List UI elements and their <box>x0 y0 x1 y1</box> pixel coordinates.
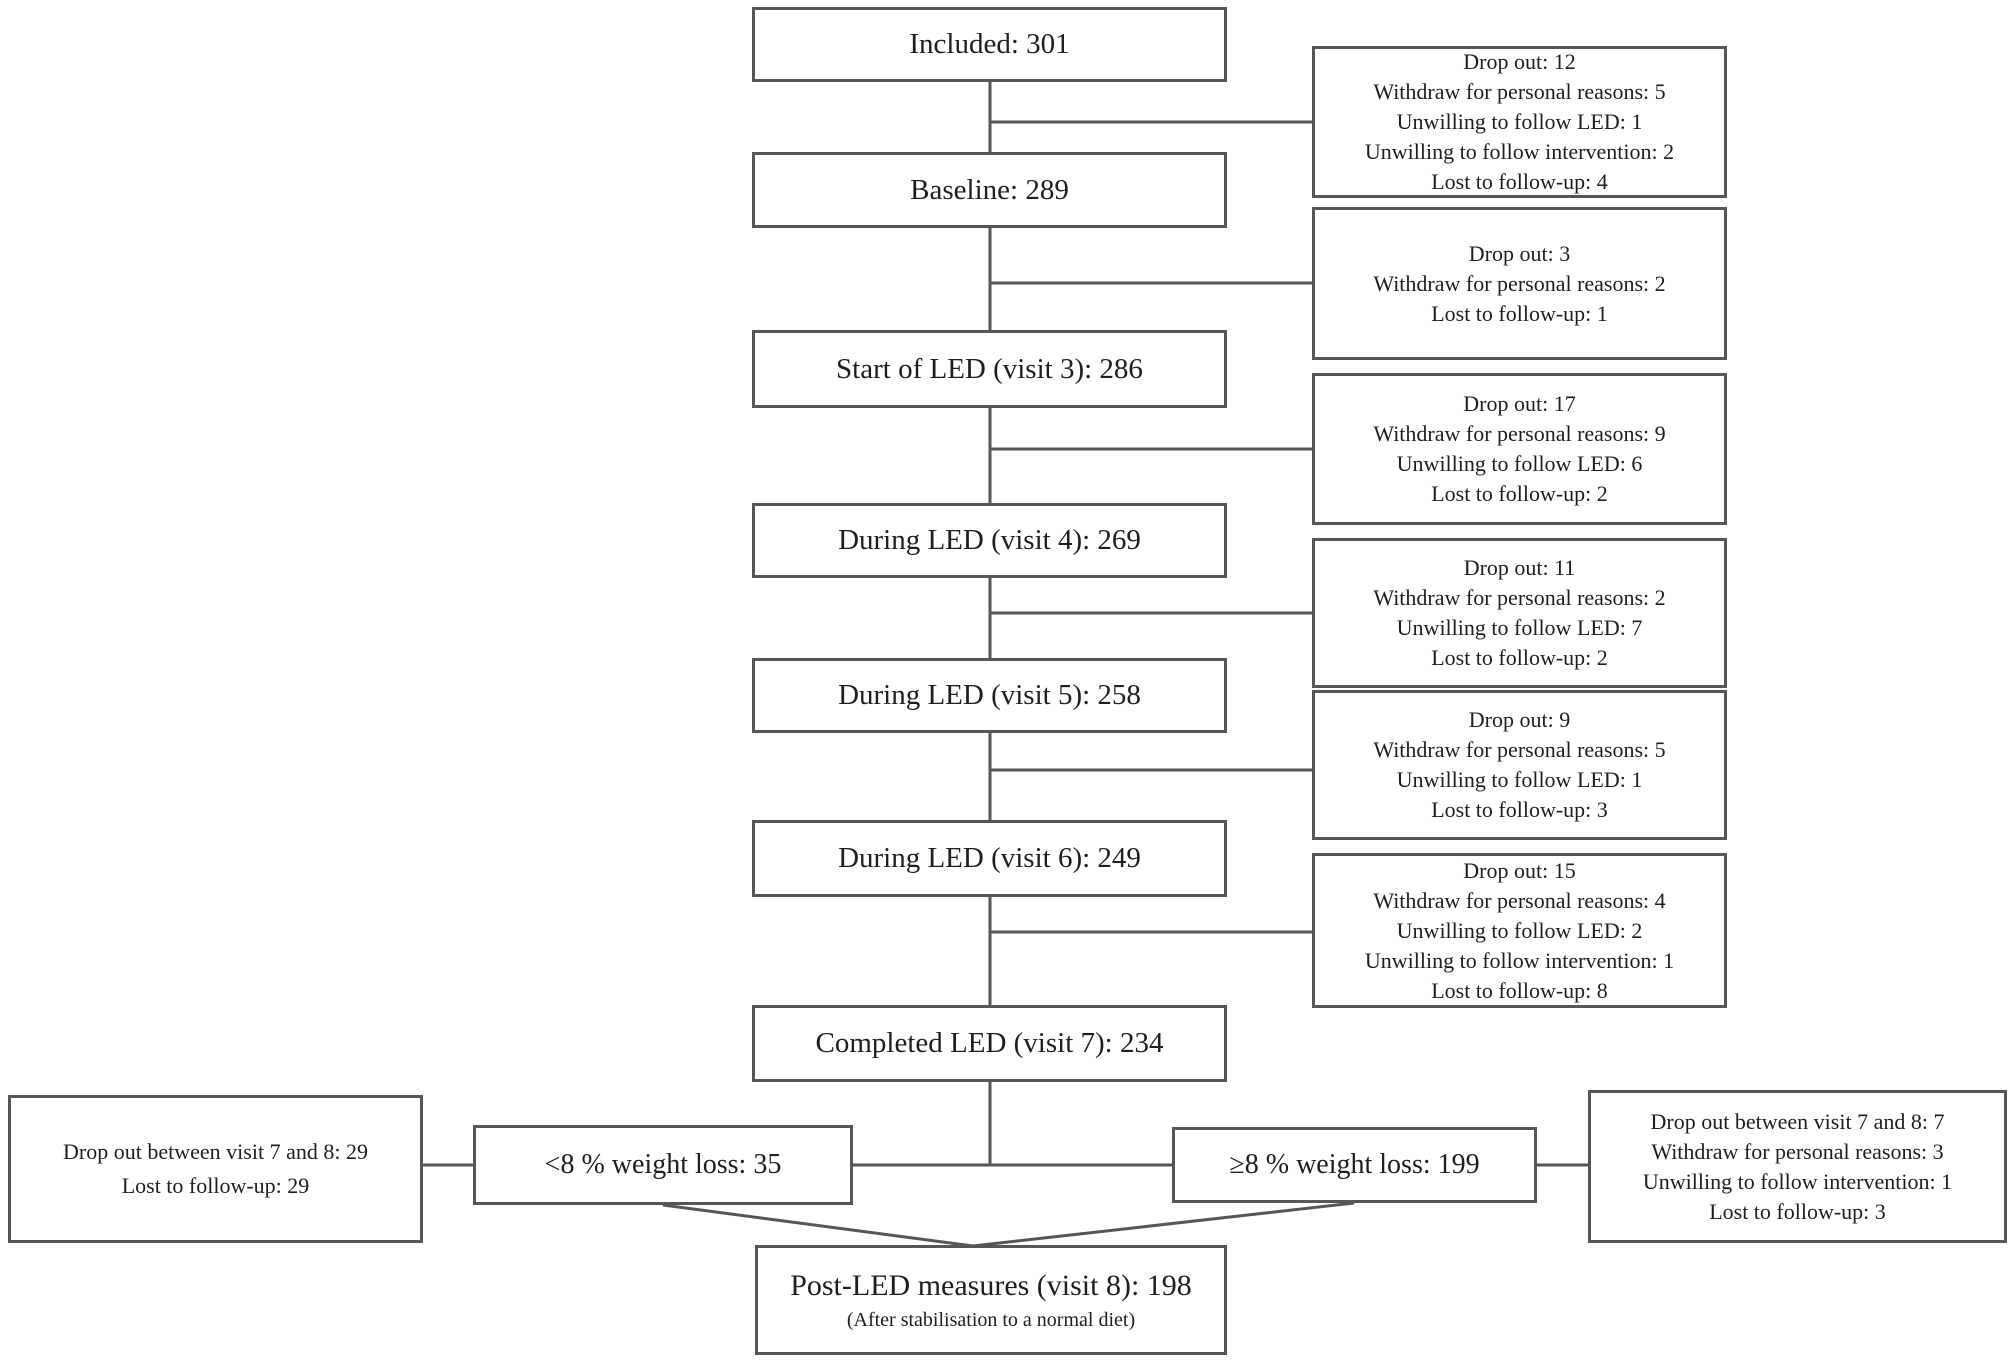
flow-box-completed-led-visit7: Completed LED (visit 7): 234 <box>752 1005 1227 1082</box>
flow-box-label: Baseline: 289 <box>910 173 1069 206</box>
flow-box-during-led-visit4: During LED (visit 4): 269 <box>752 503 1227 578</box>
flow-box-label: Start of LED (visit 3): 286 <box>836 352 1143 385</box>
dropout-line: Lost to follow-up: 2 <box>1431 481 1608 506</box>
dropout-line: Lost to follow-up: 3 <box>1431 797 1608 822</box>
dropout-line: Unwilling to follow intervention: 1 <box>1364 947 1675 973</box>
dropout-box-3: Drop out: 17 Withdraw for personal reaso… <box>1312 373 1727 525</box>
weight-loss-label: ≥8 % weight loss: 199 <box>1229 1149 1480 1180</box>
flow-box-label: Completed LED (visit 7): 234 <box>815 1027 1164 1059</box>
dropout-line: Lost to follow-up: 4 <box>1431 169 1608 194</box>
dropout-line: Unwilling to follow LED: 7 <box>1396 615 1643 640</box>
dropout-line: Withdraw for personal reasons: 4 <box>1373 887 1666 913</box>
dropout-line: Unwilling to follow intervention: 2 <box>1364 139 1675 164</box>
dropout-line: Unwilling to follow LED: 6 <box>1396 451 1643 476</box>
flow-box-label: During LED (visit 5): 258 <box>838 679 1141 711</box>
dropout-line: Withdraw for personal reasons: 5 <box>1373 737 1666 762</box>
dropout-line: Lost to follow-up: 8 <box>1431 977 1608 1003</box>
dropout-line: Unwilling to follow intervention: 1 <box>1642 1168 1953 1194</box>
diagonal-left <box>662 1203 974 1248</box>
flow-box-label: During LED (visit 6): 249 <box>838 842 1141 874</box>
dropout-line: Withdraw for personal reasons: 2 <box>1373 270 1666 296</box>
weight-loss-under-8-box: <8 % weight loss: 35 <box>473 1125 853 1205</box>
dropout-line: Withdraw for personal reasons: 3 <box>1651 1138 1944 1164</box>
dropout-line: Unwilling to follow LED: 1 <box>1396 109 1643 134</box>
dropout-line: Drop out between visit 7 and 8: 7 <box>1650 1108 1945 1134</box>
dropout-box-4: Drop out: 11 Withdraw for personal reaso… <box>1312 538 1727 688</box>
post-led-measures-box: Post-LED measures (visit 8): 198 (After … <box>755 1245 1227 1355</box>
flow-box-during-led-visit6: During LED (visit 6): 249 <box>752 820 1227 897</box>
dropout-line: Lost to follow-up: 2 <box>1431 645 1608 670</box>
flow-box-label: During LED (visit 4): 269 <box>838 524 1141 556</box>
dropout-line: Drop out: 11 <box>1463 555 1576 580</box>
post-led-subtitle: (After stabilisation to a normal diet) <box>846 1309 1136 1331</box>
dropout-line: Drop out: 9 <box>1468 707 1571 732</box>
dropout-box-1: Drop out: 12 Withdraw for personal reaso… <box>1312 46 1727 198</box>
dropout-line: Withdraw for personal reasons: 2 <box>1373 585 1666 610</box>
dropout-line: Drop out: 12 <box>1463 49 1576 74</box>
dropout-box-5: Drop out: 9 Withdraw for personal reason… <box>1312 690 1727 840</box>
flow-box-included: Included: 301 <box>752 7 1227 82</box>
dropout-line: Lost to follow-up: 3 <box>1709 1198 1886 1224</box>
dropout-box-6: Drop out: 15 Withdraw for personal reaso… <box>1312 853 1727 1008</box>
flow-box-during-led-visit5: During LED (visit 5): 258 <box>752 658 1227 733</box>
diagonal-right <box>972 1201 1355 1248</box>
weight-loss-label: <8 % weight loss: 35 <box>544 1149 782 1180</box>
dropout-line: Drop out: 3 <box>1468 240 1571 266</box>
weight-loss-over-8-box: ≥8 % weight loss: 199 <box>1172 1127 1537 1203</box>
dropout-line: Lost to follow-up: 29 <box>121 1173 310 1198</box>
dropout-line: Lost to follow-up: 1 <box>1431 300 1608 326</box>
dropout-line: Withdraw for personal reasons: 9 <box>1373 421 1666 446</box>
dropout-between-7-8-left-box: Drop out between visit 7 and 8: 29 Lost … <box>8 1095 423 1243</box>
dropout-line: Drop out: 15 <box>1463 857 1576 883</box>
dropout-line: Withdraw for personal reasons: 5 <box>1373 79 1666 104</box>
flow-box-start-led-visit3: Start of LED (visit 3): 286 <box>752 330 1227 408</box>
flow-box-label: Included: 301 <box>909 28 1070 60</box>
post-led-title: Post-LED measures (visit 8): 198 <box>790 1269 1192 1302</box>
dropout-box-2: Drop out: 3 Withdraw for personal reason… <box>1312 207 1727 360</box>
dropout-between-7-8-right-box: Drop out between visit 7 and 8: 7 Withdr… <box>1588 1090 2007 1243</box>
flow-box-baseline: Baseline: 289 <box>752 152 1227 228</box>
dropout-line: Drop out: 17 <box>1463 391 1576 416</box>
dropout-line: Unwilling to follow LED: 2 <box>1396 917 1643 943</box>
dropout-line: Unwilling to follow LED: 1 <box>1396 767 1643 792</box>
dropout-line: Drop out between visit 7 and 8: 29 <box>63 1139 368 1164</box>
